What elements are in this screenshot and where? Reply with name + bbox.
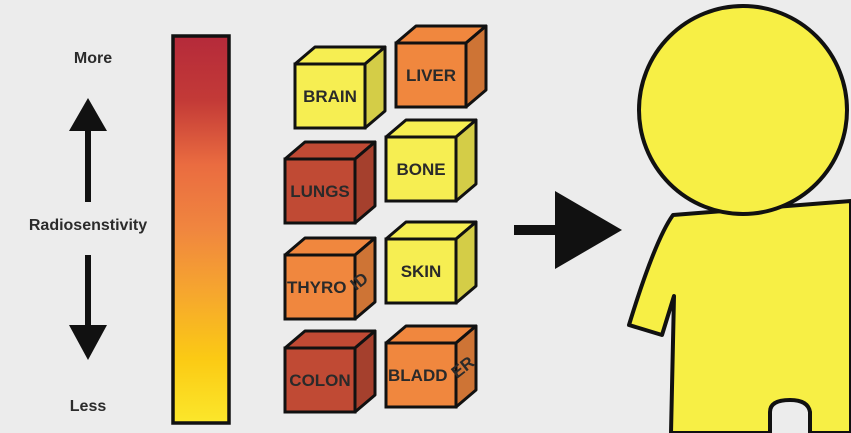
radiosensitivity-gradient-bar <box>173 36 229 423</box>
up-arrow-icon <box>69 98 107 202</box>
organ-label: BRAIN <box>303 87 357 106</box>
organ-label: THYRO <box>287 278 347 297</box>
right-arrow-icon <box>514 191 622 269</box>
scale-less-label: Less <box>70 398 107 415</box>
scale-radiosensitivity-label: Radiosenstivity <box>29 217 147 234</box>
organ-cube-lungs: LUNGS <box>285 142 375 223</box>
organ-label: LIVER <box>406 66 456 85</box>
down-arrow-icon <box>69 255 107 360</box>
figure-body <box>629 201 851 433</box>
organ-cube-skin: SKIN <box>386 222 476 303</box>
organ-label: LUNGS <box>290 182 350 201</box>
organ-label: BLADD <box>388 366 448 385</box>
human-figure <box>629 6 851 433</box>
organ-label: BONE <box>396 160 445 179</box>
organ-cube-brain: BRAIN <box>295 47 385 128</box>
figure-head <box>639 6 847 214</box>
organ-cube-colon: COLON <box>285 331 375 412</box>
organ-cube-bone: BONE <box>386 120 476 201</box>
organ-label: SKIN <box>401 262 442 281</box>
organ-label: COLON <box>289 371 350 390</box>
scale-more-label: More <box>74 50 112 67</box>
organ-cube-liver: LIVER <box>396 26 486 107</box>
